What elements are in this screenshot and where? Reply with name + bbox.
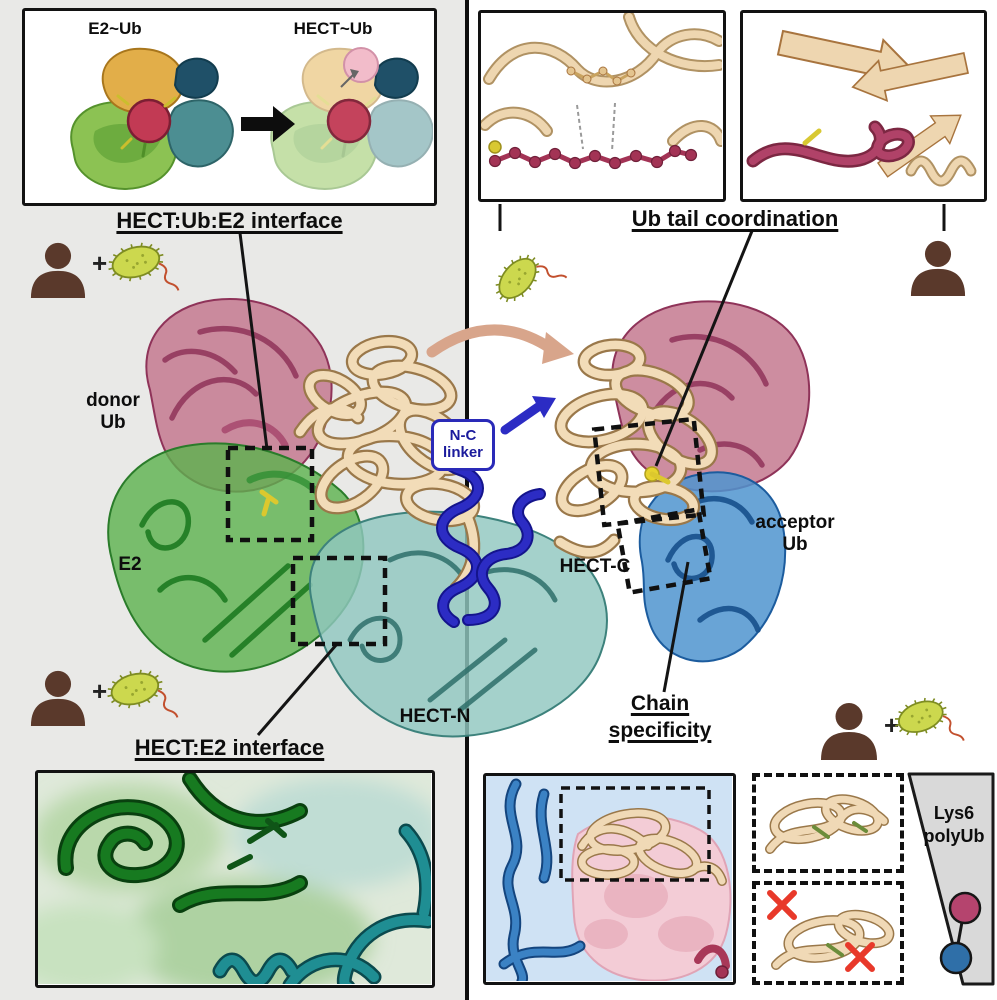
e2-blob: [107, 442, 365, 673]
hect-n-label: HECT-N: [399, 706, 471, 727]
plus-sign: +: [92, 676, 108, 706]
chain-blocked-box: [752, 881, 904, 985]
lys6-polyub-label: Lys6 polyUb: [923, 803, 985, 847]
roi-hect-e2: [290, 555, 388, 647]
reaction-arrow-icon: [241, 106, 295, 142]
person-icon: [821, 703, 877, 760]
person-icon: [30, 670, 86, 726]
conformation-arrow-icon: [426, 324, 574, 364]
catalytic-cys-sphere: [488, 140, 502, 154]
roi-ub-tail: [591, 416, 707, 528]
ub-node-blue: [939, 941, 973, 975]
person-icon: [30, 242, 86, 298]
donor-ub-blob: [145, 298, 333, 493]
ub-tail-inset-2: [740, 10, 987, 202]
catalytic-residues: [259, 466, 671, 517]
acceptor-ub-label: acceptor Ub: [755, 512, 835, 555]
transferred-ub-circle: [343, 47, 379, 83]
transfer-arrow-icon: [350, 69, 359, 79]
hydrogen-bond-dashes: [576, 102, 616, 152]
hect-e2-closeup: [38, 773, 431, 984]
e2-label: E2: [118, 554, 142, 575]
ub-node-pink: [948, 891, 982, 925]
e2-ub-label: E2~Ub: [88, 19, 142, 38]
red-cross-icon: [767, 890, 797, 920]
plus-sign: +: [884, 710, 900, 740]
nc-linker-label: N-C linker: [431, 419, 495, 471]
hect-ub-label: HECT~Ub: [293, 19, 373, 38]
plus-sign: +: [92, 248, 108, 278]
hect-c-label: HECT-C: [559, 556, 631, 577]
chain-specificity-inset: [483, 773, 736, 985]
e2-ub-cartoon: [69, 47, 235, 191]
hect-e2-interface-inset: [35, 770, 435, 988]
chain-specificity-closeup: [486, 776, 732, 981]
ub-tail-ballstick: [481, 13, 722, 170]
ub-tail-ribbon: [743, 18, 983, 198]
acceptor-ub-blue-blob: [638, 471, 787, 663]
mechanism-cartoon: [69, 47, 433, 191]
roi-hect-ub-e2: [225, 445, 315, 543]
roi-dashed-boxes: [225, 416, 714, 647]
ub-tail-inset-1: [478, 10, 726, 202]
roi-chain-specificity: [614, 506, 714, 596]
thioester-stick: [802, 128, 822, 146]
chain-specificity-title: Chain specificity: [608, 692, 712, 743]
donor-ub-label: donor Ub: [86, 390, 140, 433]
chain-allowed-box: [752, 773, 904, 873]
lys6-gradient-triangle: [907, 772, 995, 986]
hect-e2-interface-title: HECT:E2 interface: [134, 735, 325, 760]
mechanism-inset: E2~Ub HECT~Ub: [22, 8, 437, 206]
ub-tail-title: Ub tail coordination: [631, 206, 839, 231]
red-cross-icon: [845, 942, 875, 972]
hect-ub-e2-interface-title: HECT:Ub:E2 interface: [116, 208, 343, 233]
person-icon: [910, 240, 966, 296]
